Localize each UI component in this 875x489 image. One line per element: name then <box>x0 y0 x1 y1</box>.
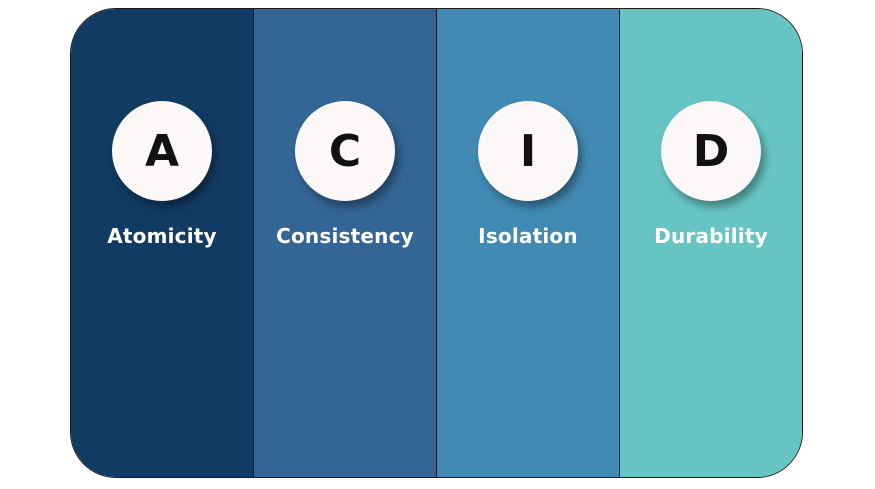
label-durability: Durability <box>654 224 768 248</box>
column-atomicity: A Atomicity <box>71 9 253 477</box>
label-isolation: Isolation <box>478 224 578 248</box>
acid-diagram: A Atomicity C Consistency I Isolation D … <box>70 8 803 478</box>
letter-badge-a: A <box>112 101 212 201</box>
column-isolation: I Isolation <box>436 9 619 477</box>
label-atomicity: Atomicity <box>107 224 217 248</box>
letter-badge-c: C <box>295 101 395 201</box>
letter-badge-i: I <box>478 101 578 201</box>
label-consistency: Consistency <box>276 224 414 248</box>
column-consistency: C Consistency <box>253 9 436 477</box>
letter-badge-d: D <box>661 101 761 201</box>
column-durability: D Durability <box>619 9 802 477</box>
